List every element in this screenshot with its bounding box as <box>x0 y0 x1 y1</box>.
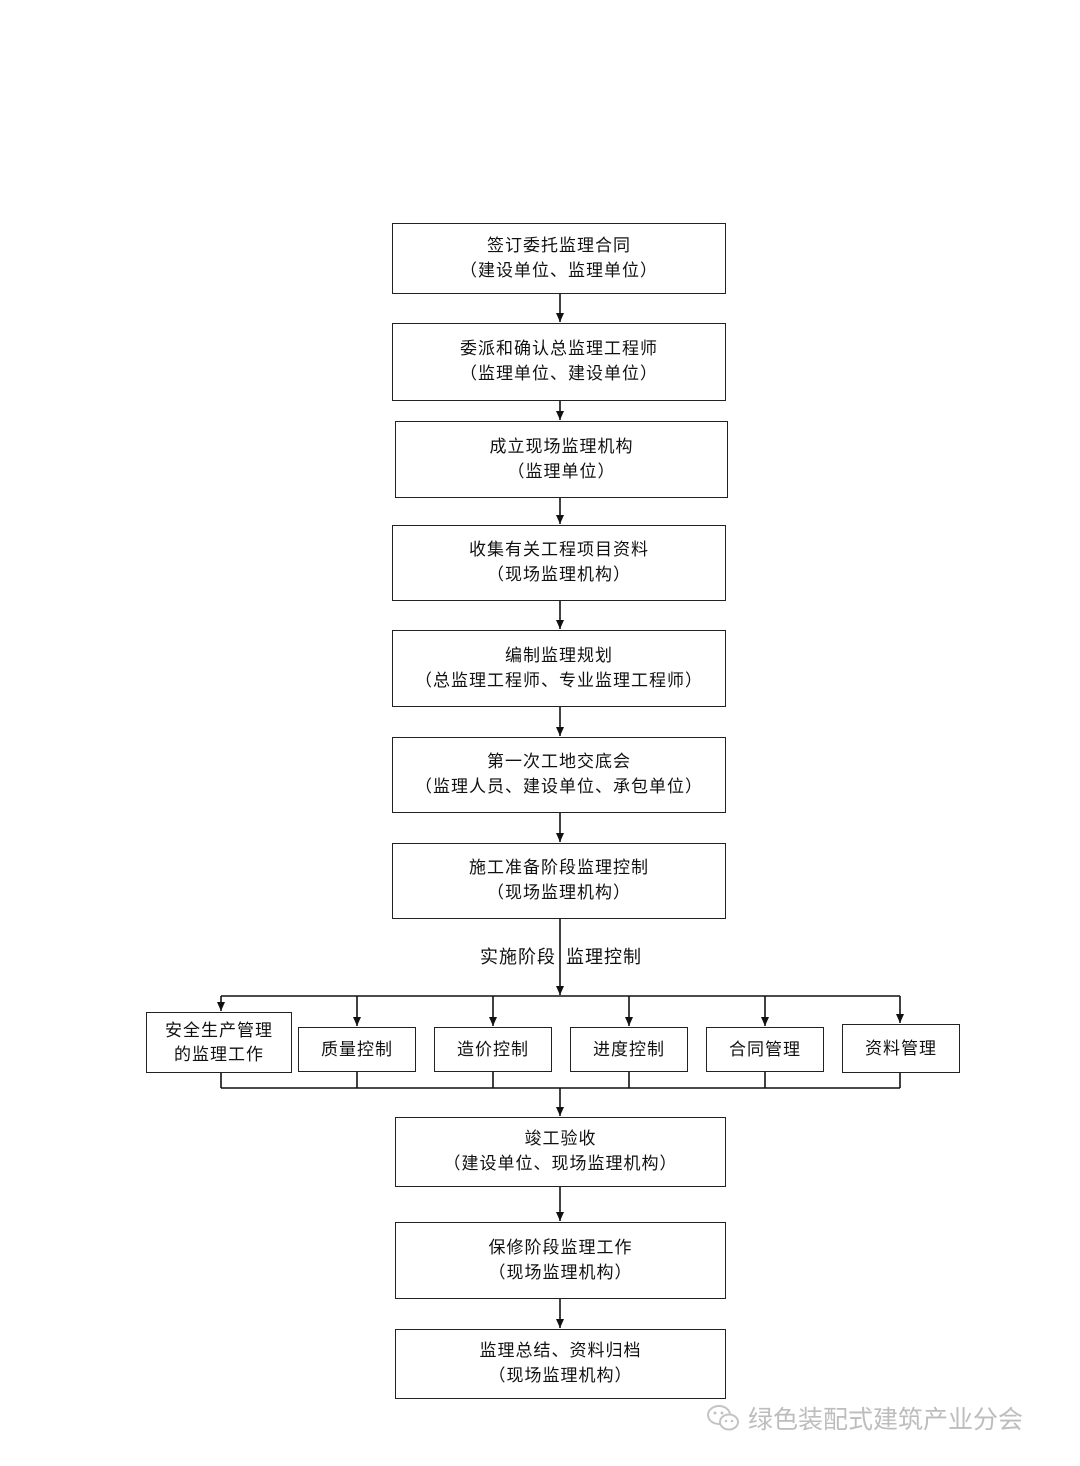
control-quality: 质量控制 <box>298 1027 416 1072</box>
step-parties: （现场监理机构） <box>487 883 631 903</box>
control-title: 造价控制 <box>457 1039 529 1060</box>
step-parties: （监理单位） <box>507 461 616 482</box>
control-title: 质量控制 <box>321 1039 393 1060</box>
step-first-site-meeting: 第一次工地交底会 （监理人员、建设单位、承包单位） <box>392 737 726 813</box>
step-title: 签订委托监理合同 <box>487 235 631 256</box>
step-parties: （现场监理机构） <box>487 565 631 585</box>
control-title: 合同管理 <box>729 1039 801 1060</box>
step-title: 监理总结、资料归档 <box>479 1341 642 1361</box>
control-safety-management: 安全生产管理 的监理工作 <box>146 1012 292 1073</box>
step-sign-contract: 签订委托监理合同 （建设单位、监理单位） <box>392 223 726 294</box>
step-title: 编制监理规划 <box>505 645 613 666</box>
wechat-icon <box>707 1405 739 1431</box>
step-parties: （现场监理机构） <box>488 1366 633 1386</box>
step-parties: （总监理工程师、专业监理工程师） <box>415 670 703 691</box>
step-parties: （监理人员、建设单位、承包单位） <box>415 777 703 797</box>
control-title: 进度控制 <box>593 1039 665 1060</box>
control-cost: 造价控制 <box>434 1027 552 1072</box>
step-title: 成立现场监理机构 <box>489 436 634 457</box>
step-preparation-control: 施工准备阶段监理控制 （现场监理机构） <box>392 843 726 919</box>
step-collect-documents: 收集有关工程项目资料 （现场监理机构） <box>392 525 726 601</box>
step-title: 施工准备阶段监理控制 <box>469 858 649 878</box>
control-title: 资料管理 <box>865 1038 937 1059</box>
step-title: 竣工验收 <box>524 1129 597 1149</box>
control-title-line2: 的监理工作 <box>174 1044 264 1065</box>
step-appoint-chief-engineer: 委派和确认总监理工程师 （监理单位、建设单位） <box>392 323 726 401</box>
step-parties: （监理单位、建设单位） <box>460 364 658 384</box>
step-parties: （建设单位、监理单位） <box>460 260 658 281</box>
step-title: 第一次工地交底会 <box>487 752 631 772</box>
step-supervision-plan: 编制监理规划 （总监理工程师、专业监理工程师） <box>392 630 726 707</box>
control-schedule: 进度控制 <box>570 1027 688 1072</box>
step-establish-site-office: 成立现场监理机构 （监理单位） <box>395 421 728 498</box>
control-title: 安全生产管理 <box>165 1020 273 1041</box>
step-parties: （建设单位、现场监理机构） <box>443 1154 678 1174</box>
control-contract: 合同管理 <box>706 1027 824 1072</box>
step-title: 保修阶段监理工作 <box>488 1237 633 1258</box>
watermark-text: 绿色装配式建筑产业分会 <box>748 1405 1024 1434</box>
watermark: 绿色装配式建筑产业分会 <box>706 1400 1023 1436</box>
step-title: 委派和确认总监理工程师 <box>460 339 658 359</box>
step-completion-acceptance: 竣工验收 （建设单位、现场监理机构） <box>395 1117 726 1187</box>
step-title: 收集有关工程项目资料 <box>469 540 649 560</box>
phase-label-part1: 实施阶段 <box>480 943 556 969</box>
control-documents: 资料管理 <box>842 1024 960 1073</box>
phase-label-part2: 监理控制 <box>566 943 642 969</box>
step-warranty-supervision: 保修阶段监理工作 （现场监理机构） <box>395 1222 726 1299</box>
step-summary-archive: 监理总结、资料归档 （现场监理机构） <box>395 1329 726 1399</box>
step-parties: （现场监理机构） <box>488 1262 633 1283</box>
